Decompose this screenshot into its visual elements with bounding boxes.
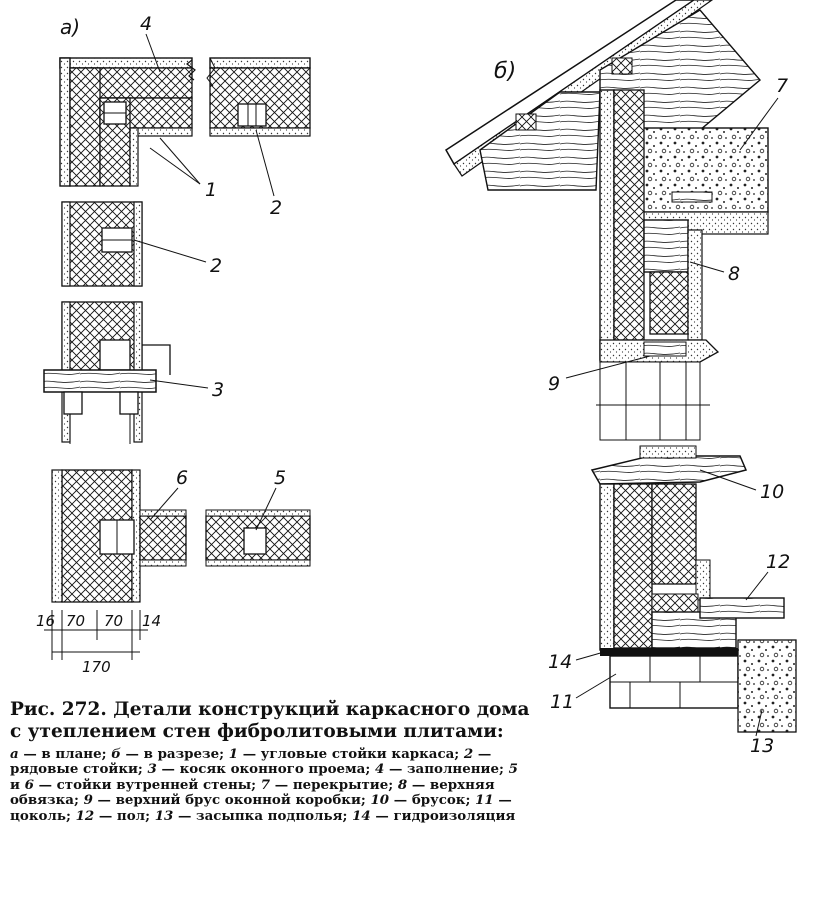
wall-section xyxy=(590,89,797,733)
leader-4 xyxy=(145,33,161,73)
leader-9 xyxy=(565,355,651,379)
callout-13: 13 xyxy=(750,735,774,757)
legend-text: — косяк оконного проема; xyxy=(156,761,375,778)
corner-detail xyxy=(59,57,196,187)
callout-11: 11 xyxy=(550,691,574,713)
leader-13 xyxy=(755,709,763,737)
legend-key: 1 xyxy=(228,746,239,762)
caption-legend: а — в плане; б — в разрезе; 1 — угловые … xyxy=(10,746,530,824)
legend-key: 4 xyxy=(374,761,385,778)
callout-7: 7 xyxy=(776,75,788,97)
legend-text: — засыпка подполья; xyxy=(173,807,353,824)
part-a-label: а) xyxy=(60,15,80,39)
leader-10 xyxy=(699,469,757,491)
leader-2 xyxy=(133,239,207,263)
legend-key: а xyxy=(10,746,19,762)
wall-detail-2-top xyxy=(206,57,311,137)
figure-caption: Рис. 272. Детали конструкций каркасного … xyxy=(10,699,530,824)
legend-key: 10 xyxy=(370,792,390,809)
legend-key: 14 xyxy=(352,807,371,824)
part-b-section xyxy=(444,0,797,733)
wall-junction-detail-6 xyxy=(51,469,187,603)
callout-8: 8 xyxy=(728,263,740,285)
callout-1: 1 xyxy=(205,179,217,201)
legend-text: — верхний брус оконной коробки; xyxy=(92,792,371,809)
window-jamb-detail xyxy=(43,301,171,444)
legend-key: б xyxy=(111,746,121,762)
legend-text: — в плане; xyxy=(18,746,112,762)
legend-text: — пол; xyxy=(94,807,155,824)
legend-text: — рядовые стойки; xyxy=(10,746,492,778)
dim-16: 16 xyxy=(36,612,55,630)
part-b-label: б) xyxy=(494,59,516,84)
legend-key: 8 xyxy=(397,776,408,793)
callout-14: 14 xyxy=(548,651,572,673)
legend-text: — гидроизоляция xyxy=(370,807,516,824)
legend-text: — в разрезе; xyxy=(120,746,229,762)
interior-wall-detail-5 xyxy=(205,509,311,567)
dim-70-left: 70 xyxy=(66,612,85,630)
leader-5 xyxy=(255,487,277,531)
leader-11 xyxy=(575,673,617,699)
leader-7 xyxy=(739,97,779,151)
legend-key: 7 xyxy=(260,776,271,793)
legend-key: 3 xyxy=(147,761,157,778)
leader-6 xyxy=(149,487,179,521)
dimension-line xyxy=(44,610,148,660)
callout-6: 6 xyxy=(176,467,188,489)
legend-text: — цоколь; xyxy=(10,792,512,824)
callout-12: 12 xyxy=(766,551,790,573)
legend-text: — угловые стойки каркаса; xyxy=(238,746,464,762)
dim-70-right: 70 xyxy=(104,612,123,630)
legend-text: — заполнение; xyxy=(384,761,509,778)
legend-text: — верхняя обвязка; xyxy=(10,776,495,809)
legend-key: 9 xyxy=(83,792,93,809)
legend-key: 11 xyxy=(475,792,494,809)
leader-12 xyxy=(745,571,769,601)
leader-14 xyxy=(575,651,605,661)
leader-8 xyxy=(689,261,725,273)
part-a-plan xyxy=(43,57,311,660)
leader-3 xyxy=(149,379,209,389)
callout-2-top: 2 xyxy=(270,197,282,219)
callout-9: 9 xyxy=(548,373,560,395)
legend-text: — перекрытие; xyxy=(270,776,398,793)
legend-key: 5 xyxy=(508,761,518,778)
legend-key: 6 xyxy=(24,776,34,793)
ceiling-slab xyxy=(641,127,769,235)
wall-detail-2-vertical xyxy=(61,201,143,287)
legend-text: — брусок; xyxy=(389,792,476,809)
callout-3: 3 xyxy=(212,379,224,401)
legend-key: 2 xyxy=(463,746,474,762)
part-b-labels: б) 7 8 9 10 12 14 11 13 xyxy=(494,59,790,757)
legend-key: 12 xyxy=(75,807,95,824)
legend-key: 13 xyxy=(154,807,174,824)
part-a-labels: а) 4 1 2 2 3 6 5 16 70 70 14 170 xyxy=(36,13,286,676)
leader-1b xyxy=(159,137,201,185)
dim-170: 170 xyxy=(82,658,111,676)
legend-text: и xyxy=(10,776,25,793)
leader-2-top xyxy=(255,129,275,197)
callout-5: 5 xyxy=(274,467,286,489)
legend-text: — стойки вутренней стены; xyxy=(33,776,261,793)
callout-4: 4 xyxy=(140,13,152,35)
leader-1a xyxy=(149,147,201,185)
callout-10: 10 xyxy=(760,481,784,503)
caption-title: Рис. 272. Детали конструкций каркасного … xyxy=(10,699,530,742)
callout-2: 2 xyxy=(210,255,222,277)
dim-14: 14 xyxy=(142,612,161,630)
